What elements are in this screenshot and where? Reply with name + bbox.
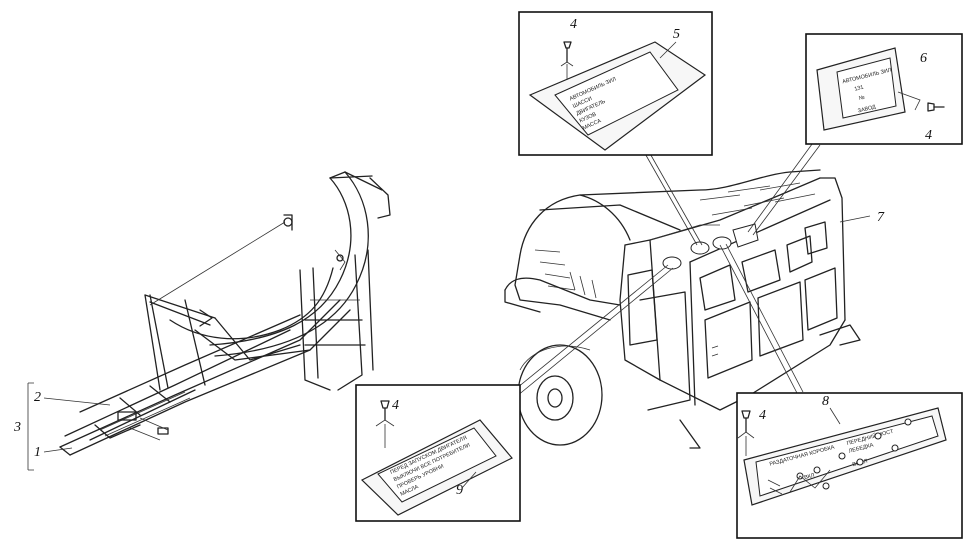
callout-4-a: 4 xyxy=(570,17,577,32)
inset-plate-5: АВТОМОБИЛЬ ЗИЛ ШАССИ ДВИГАТЕЛЬ КУЗОВ МАС… xyxy=(518,11,713,156)
svg-text:№: № xyxy=(858,95,865,102)
callout-5: 5 xyxy=(673,27,680,42)
inset-plate-6: АВТОМОБИЛЬ ЗИЛ 131 № ЗАВОД 6 4 xyxy=(805,33,963,145)
callout-2: 2 xyxy=(34,390,41,405)
callout-1: 1 xyxy=(34,445,41,460)
leader-lines: 7 xyxy=(511,139,885,397)
inset-plate-9: ПЕРЕД ЗАПУСКОМ ДВИГАТЕЛЯ ВЫКЛЮЧИ ВСЕ ПОТ… xyxy=(355,384,521,522)
winch-frame-assembly xyxy=(59,171,391,456)
callout-4-d: 4 xyxy=(759,408,766,423)
left-callouts: 3 2 1 xyxy=(13,382,111,471)
truck-cab xyxy=(504,169,861,449)
svg-text:ЗАВОД: ЗАВОД xyxy=(857,104,877,114)
callout-6: 6 xyxy=(920,51,927,66)
callout-9: 9 xyxy=(456,483,463,498)
callout-3: 3 xyxy=(13,420,21,435)
svg-text:ВКЛ: ВКЛ xyxy=(804,473,816,482)
callout-8: 8 xyxy=(822,394,829,409)
inset-plate-8: РАЗДАТОЧНАЯ КОРОБКА ПЕРЕДНИЙ МОСТ ЛЕБЕДК… xyxy=(736,392,963,539)
callout-4-b: 4 xyxy=(925,128,932,143)
svg-text:131: 131 xyxy=(854,85,864,93)
callout-4-c: 4 xyxy=(392,398,399,413)
callout-7: 7 xyxy=(877,210,885,225)
